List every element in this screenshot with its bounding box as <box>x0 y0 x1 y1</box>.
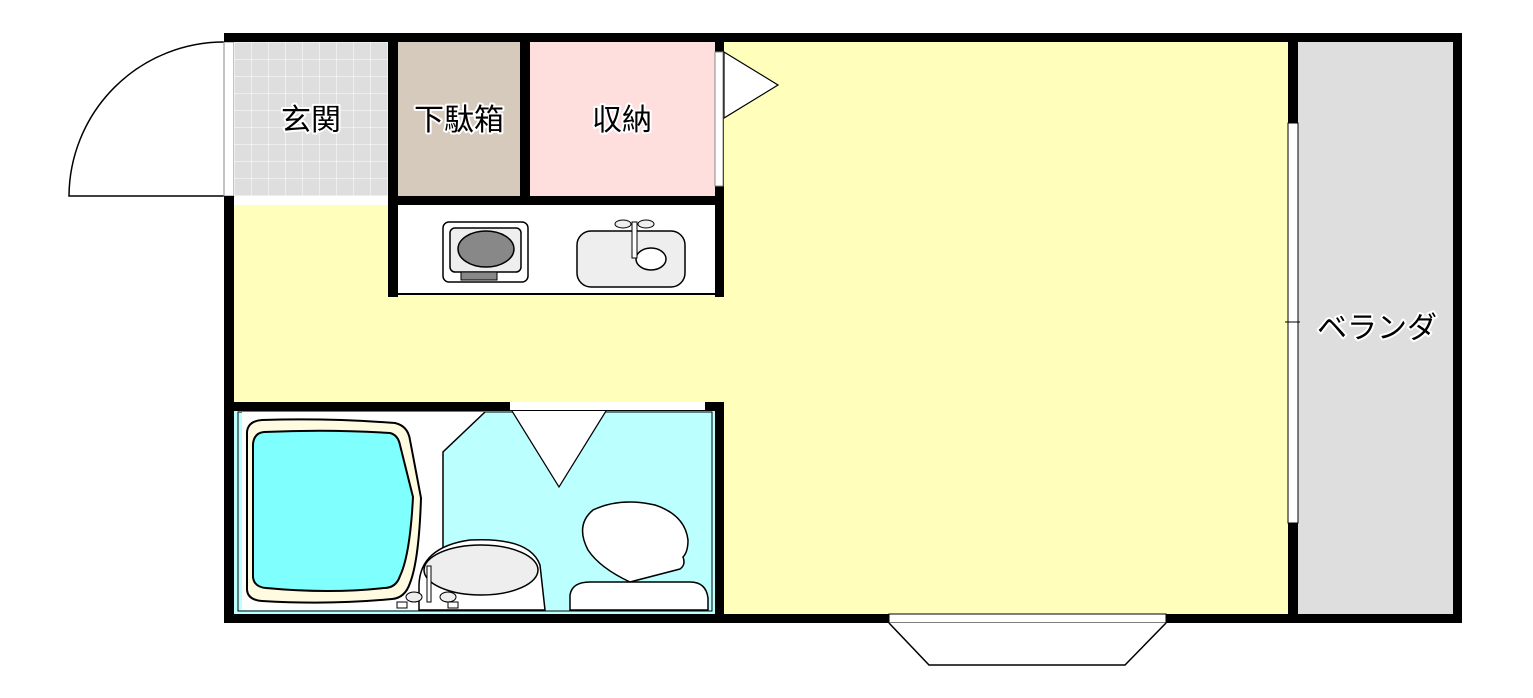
shuno-floor <box>530 42 715 196</box>
bathroom-door[interactable] <box>510 402 705 489</box>
genkan-label: 玄関 <box>281 103 341 138</box>
bay-window[interactable] <box>888 613 1167 666</box>
bathtub-icon <box>246 418 423 604</box>
kitchen-edge <box>398 293 715 295</box>
entrance-door[interactable] <box>68 41 235 197</box>
wash-basin-icon <box>396 538 546 611</box>
shuno-label: 収納 <box>592 103 652 138</box>
veranda-floor <box>1298 42 1453 614</box>
kitchen-stove-icon <box>442 221 529 283</box>
kitchen-sink-icon <box>576 219 686 288</box>
balcony-window[interactable] <box>1285 122 1300 524</box>
veranda-label: ベランダ <box>1317 311 1437 346</box>
genkan-floor <box>234 42 388 196</box>
getabako-floor <box>398 42 520 196</box>
main-room-floor <box>234 42 1288 614</box>
getabako-label: 下駄箱 <box>414 103 504 138</box>
toilet-icon <box>569 501 709 611</box>
closet-door[interactable] <box>714 50 780 187</box>
